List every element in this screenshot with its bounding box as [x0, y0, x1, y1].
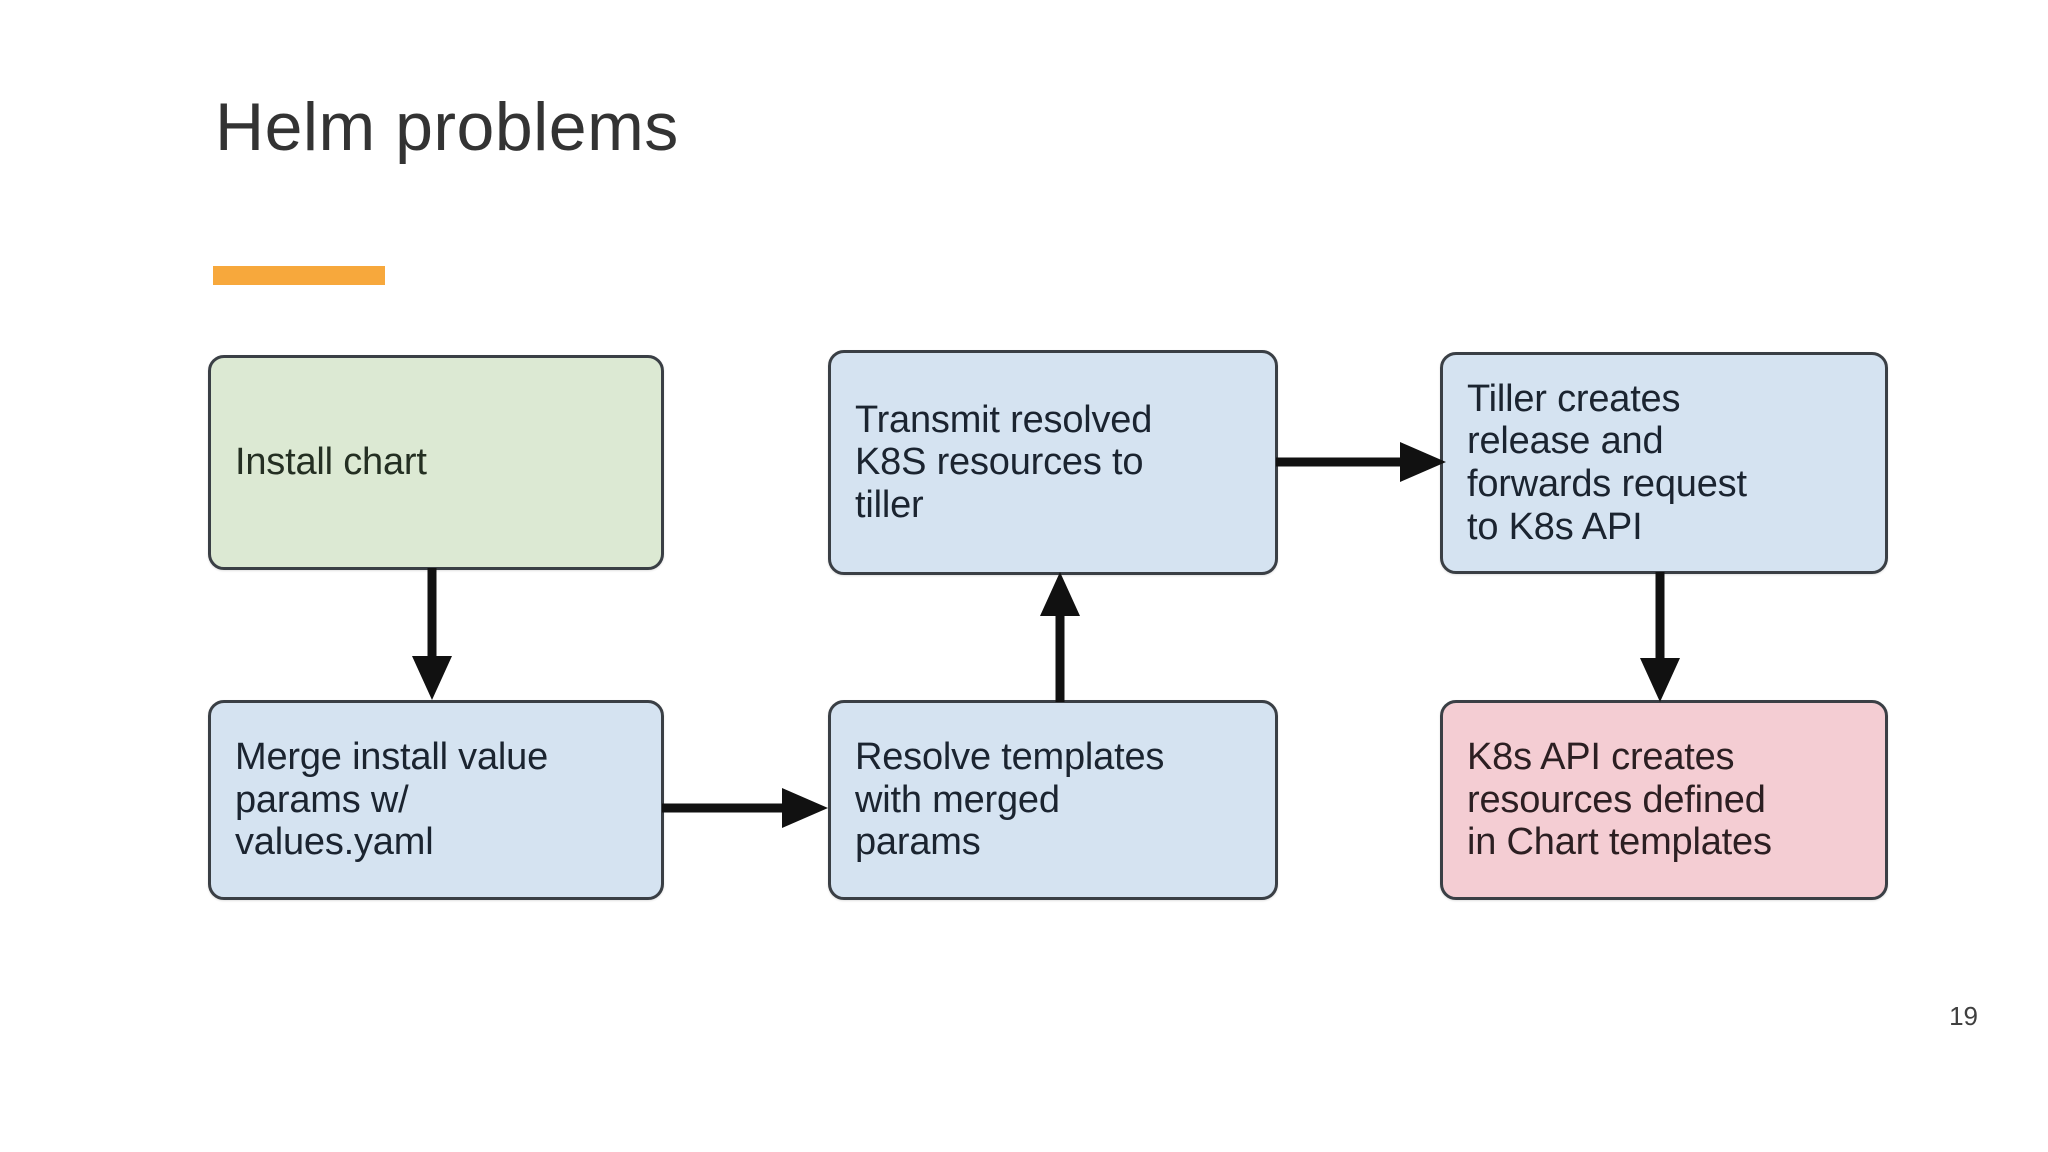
flow-node-k8s-api-creates-resources[interactable]: K8s API creates resources defined in Cha…: [1440, 700, 1888, 900]
flow-node-tiller-creates-release-label: Tiller creates release and forwards requ…: [1467, 377, 1747, 548]
arrow-transmit-resources-to-tiller-creates-release: [1276, 440, 1448, 484]
flow-node-transmit-resources[interactable]: Transmit resolved K8S resources to tille…: [828, 350, 1278, 575]
arrow-merge-install-values-to-resolve-templates: [662, 786, 830, 830]
flow-node-tiller-creates-release[interactable]: Tiller creates release and forwards requ…: [1440, 352, 1888, 574]
flow-node-merge-install-values[interactable]: Merge install value params w/ values.yam…: [208, 700, 664, 900]
flow-node-k8s-api-creates-resources-label: K8s API creates resources defined in Cha…: [1467, 736, 1772, 864]
arrow-tiller-creates-release-to-k8s-api-creates-resources: [1638, 572, 1682, 704]
flow-node-merge-install-values-label: Merge install value params w/ values.yam…: [235, 736, 549, 864]
flow-node-install-chart-label: Install chart: [235, 441, 427, 484]
arrow-install-chart-to-merge-install-values: [410, 568, 454, 702]
page-number: 19: [1949, 1001, 1978, 1031]
flow-node-resolve-templates[interactable]: Resolve templates with merged params: [828, 700, 1278, 900]
title-accent-bar: [213, 266, 385, 285]
page-title: Helm problems: [215, 89, 679, 165]
flow-node-resolve-templates-label: Resolve templates with merged params: [855, 736, 1165, 864]
flow-node-install-chart[interactable]: Install chart: [208, 355, 664, 570]
arrow-resolve-templates-to-transmit-resources: [1038, 572, 1082, 702]
flow-node-transmit-resources-label: Transmit resolved K8S resources to tille…: [855, 398, 1153, 526]
